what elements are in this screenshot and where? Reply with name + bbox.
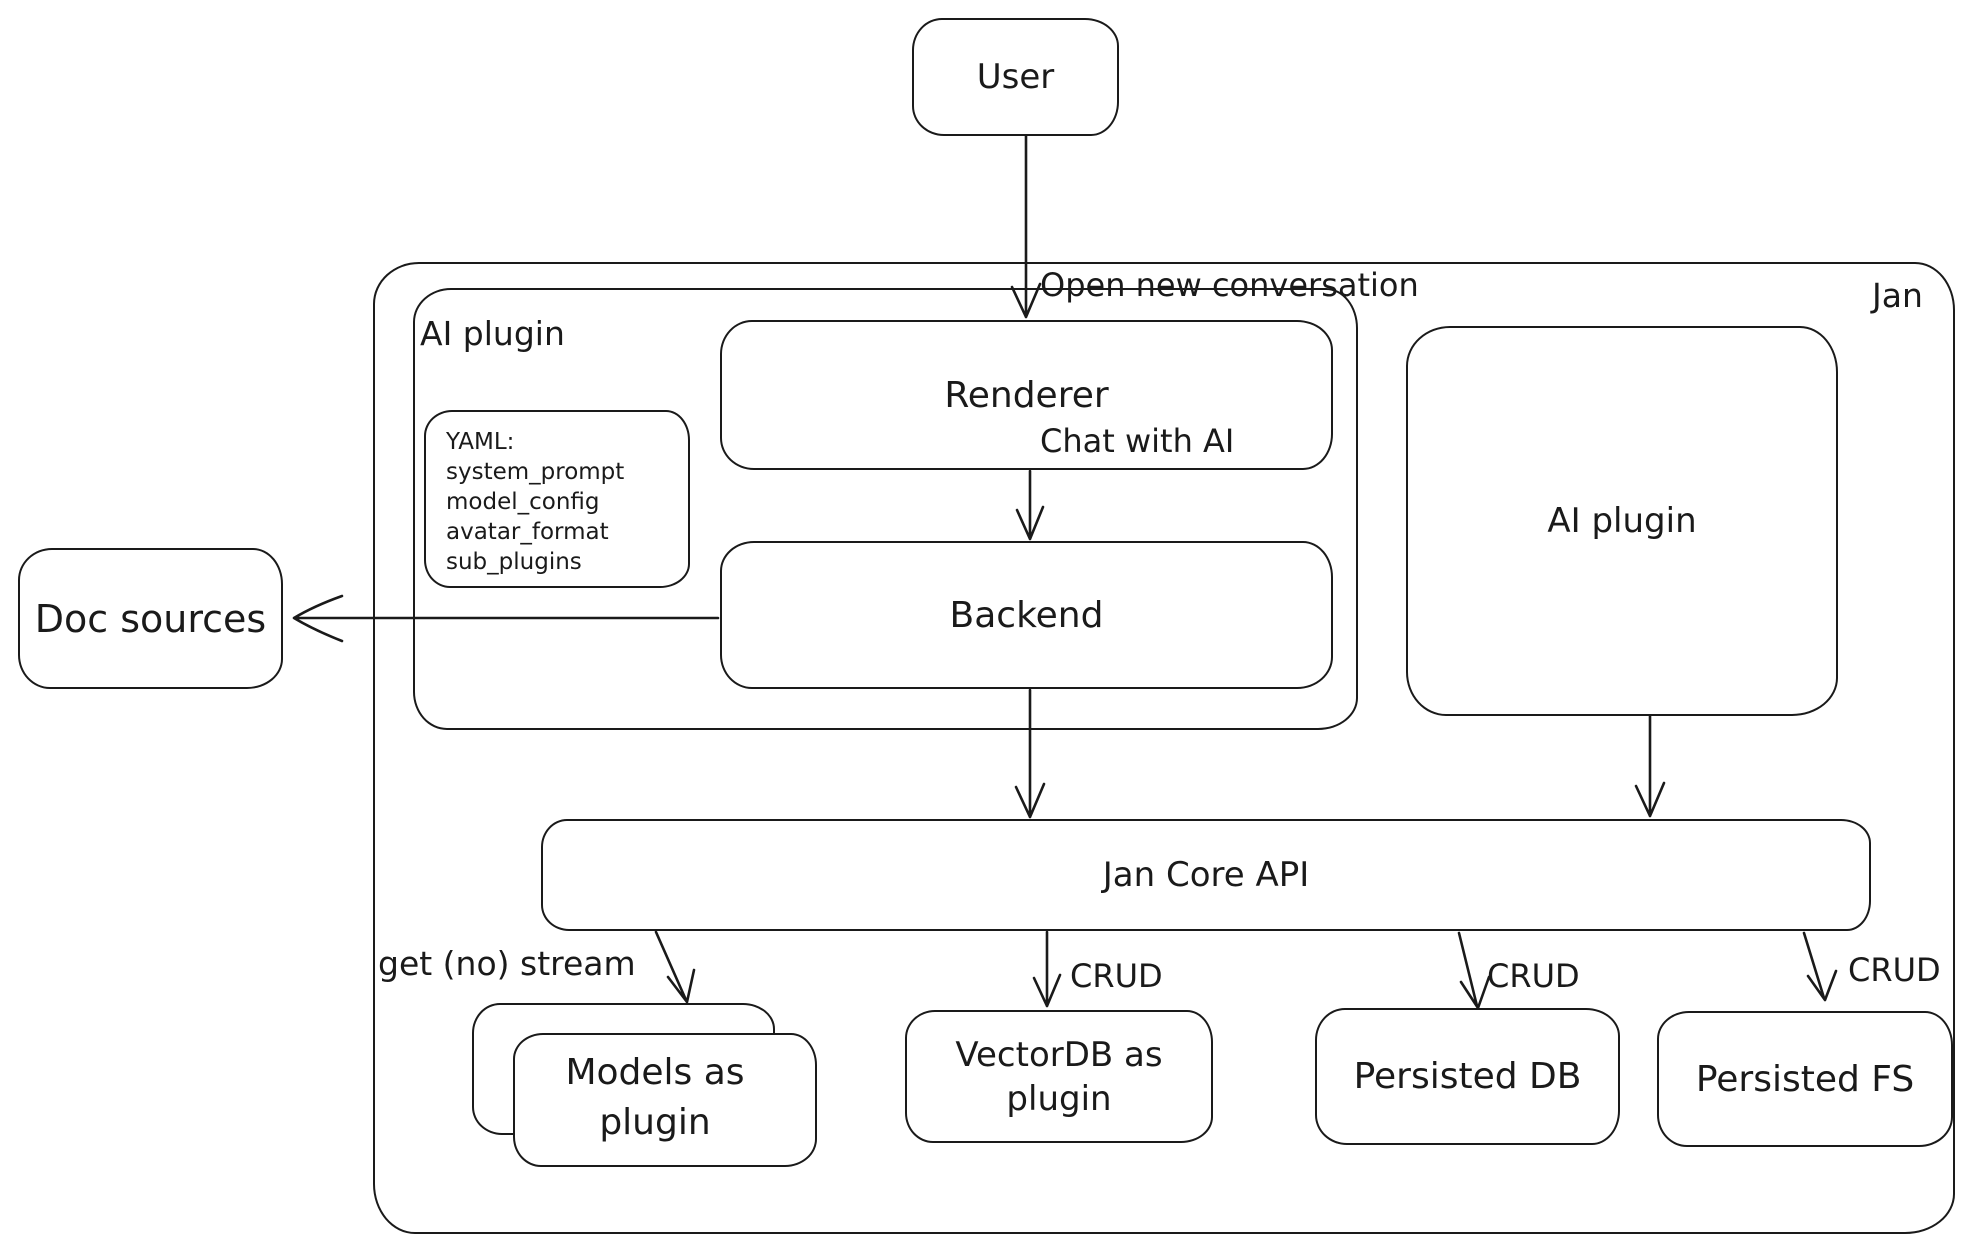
yaml-note-line: avatar_format	[446, 519, 609, 545]
models-as-plugin-node-front	[513, 1033, 817, 1167]
jan-core-api-node-label: Jan Core API	[1102, 855, 1310, 895]
get-no-stream-edge-label: get (no) stream	[378, 944, 636, 983]
persisted-db-node: Persisted DB	[1315, 1008, 1620, 1145]
persisted-db-node-label: Persisted DB	[1353, 1056, 1582, 1097]
edge-label-line: Open new conversation	[1040, 266, 1419, 304]
user-node-label: User	[976, 57, 1055, 97]
persisted-fs-node-label: Persisted FS	[1695, 1058, 1915, 1100]
persisted-fs-node: Persisted FS	[1657, 1011, 1953, 1147]
vectordb-as-plugin-node-label: VectorDB as plugin	[955, 1034, 1163, 1119]
ai-plugin-right-node: AI plugin	[1406, 326, 1838, 716]
user-to-renderer-edge-label: Open new conversation Chat with AI	[1040, 155, 1419, 571]
backend-node: Backend	[720, 541, 1333, 689]
renderer-node: Renderer	[720, 320, 1333, 470]
jan-container-label: Jan	[1872, 276, 1923, 315]
ai-plugin-right-node-label: AI plugin	[1547, 501, 1697, 541]
models-as-plugin-node-label: Models as plugin	[565, 1052, 745, 1143]
crud-fs-edge-label: CRUD	[1848, 951, 1941, 989]
crud-vectordb-edge-label: CRUD	[1070, 957, 1163, 995]
yaml-note: YAML: system_prompt model_config avatar_…	[424, 410, 690, 588]
yaml-note-line: YAML:	[446, 429, 515, 455]
doc-sources-node-label: Doc sources	[34, 596, 267, 641]
edge-label-line: Chat with AI	[1040, 422, 1235, 460]
vectordb-as-plugin-node: VectorDB as plugin	[905, 1010, 1213, 1143]
yaml-note-line: model_config	[446, 489, 600, 515]
crud-db-edge-label: CRUD	[1487, 957, 1580, 995]
yaml-note-line: system_prompt	[446, 459, 625, 485]
backend-node-label: Backend	[949, 594, 1104, 636]
ai-plugin-container	[413, 288, 1358, 730]
yaml-note-line: sub_plugins	[446, 549, 582, 575]
doc-sources-node: Doc sources	[18, 548, 283, 689]
renderer-node-label: Renderer	[944, 374, 1109, 416]
jan-container	[373, 262, 1955, 1234]
user-node: User	[912, 18, 1119, 136]
jan-core-api-node: Jan Core API	[541, 819, 1871, 931]
ai-plugin-container-label: AI plugin	[420, 314, 565, 353]
